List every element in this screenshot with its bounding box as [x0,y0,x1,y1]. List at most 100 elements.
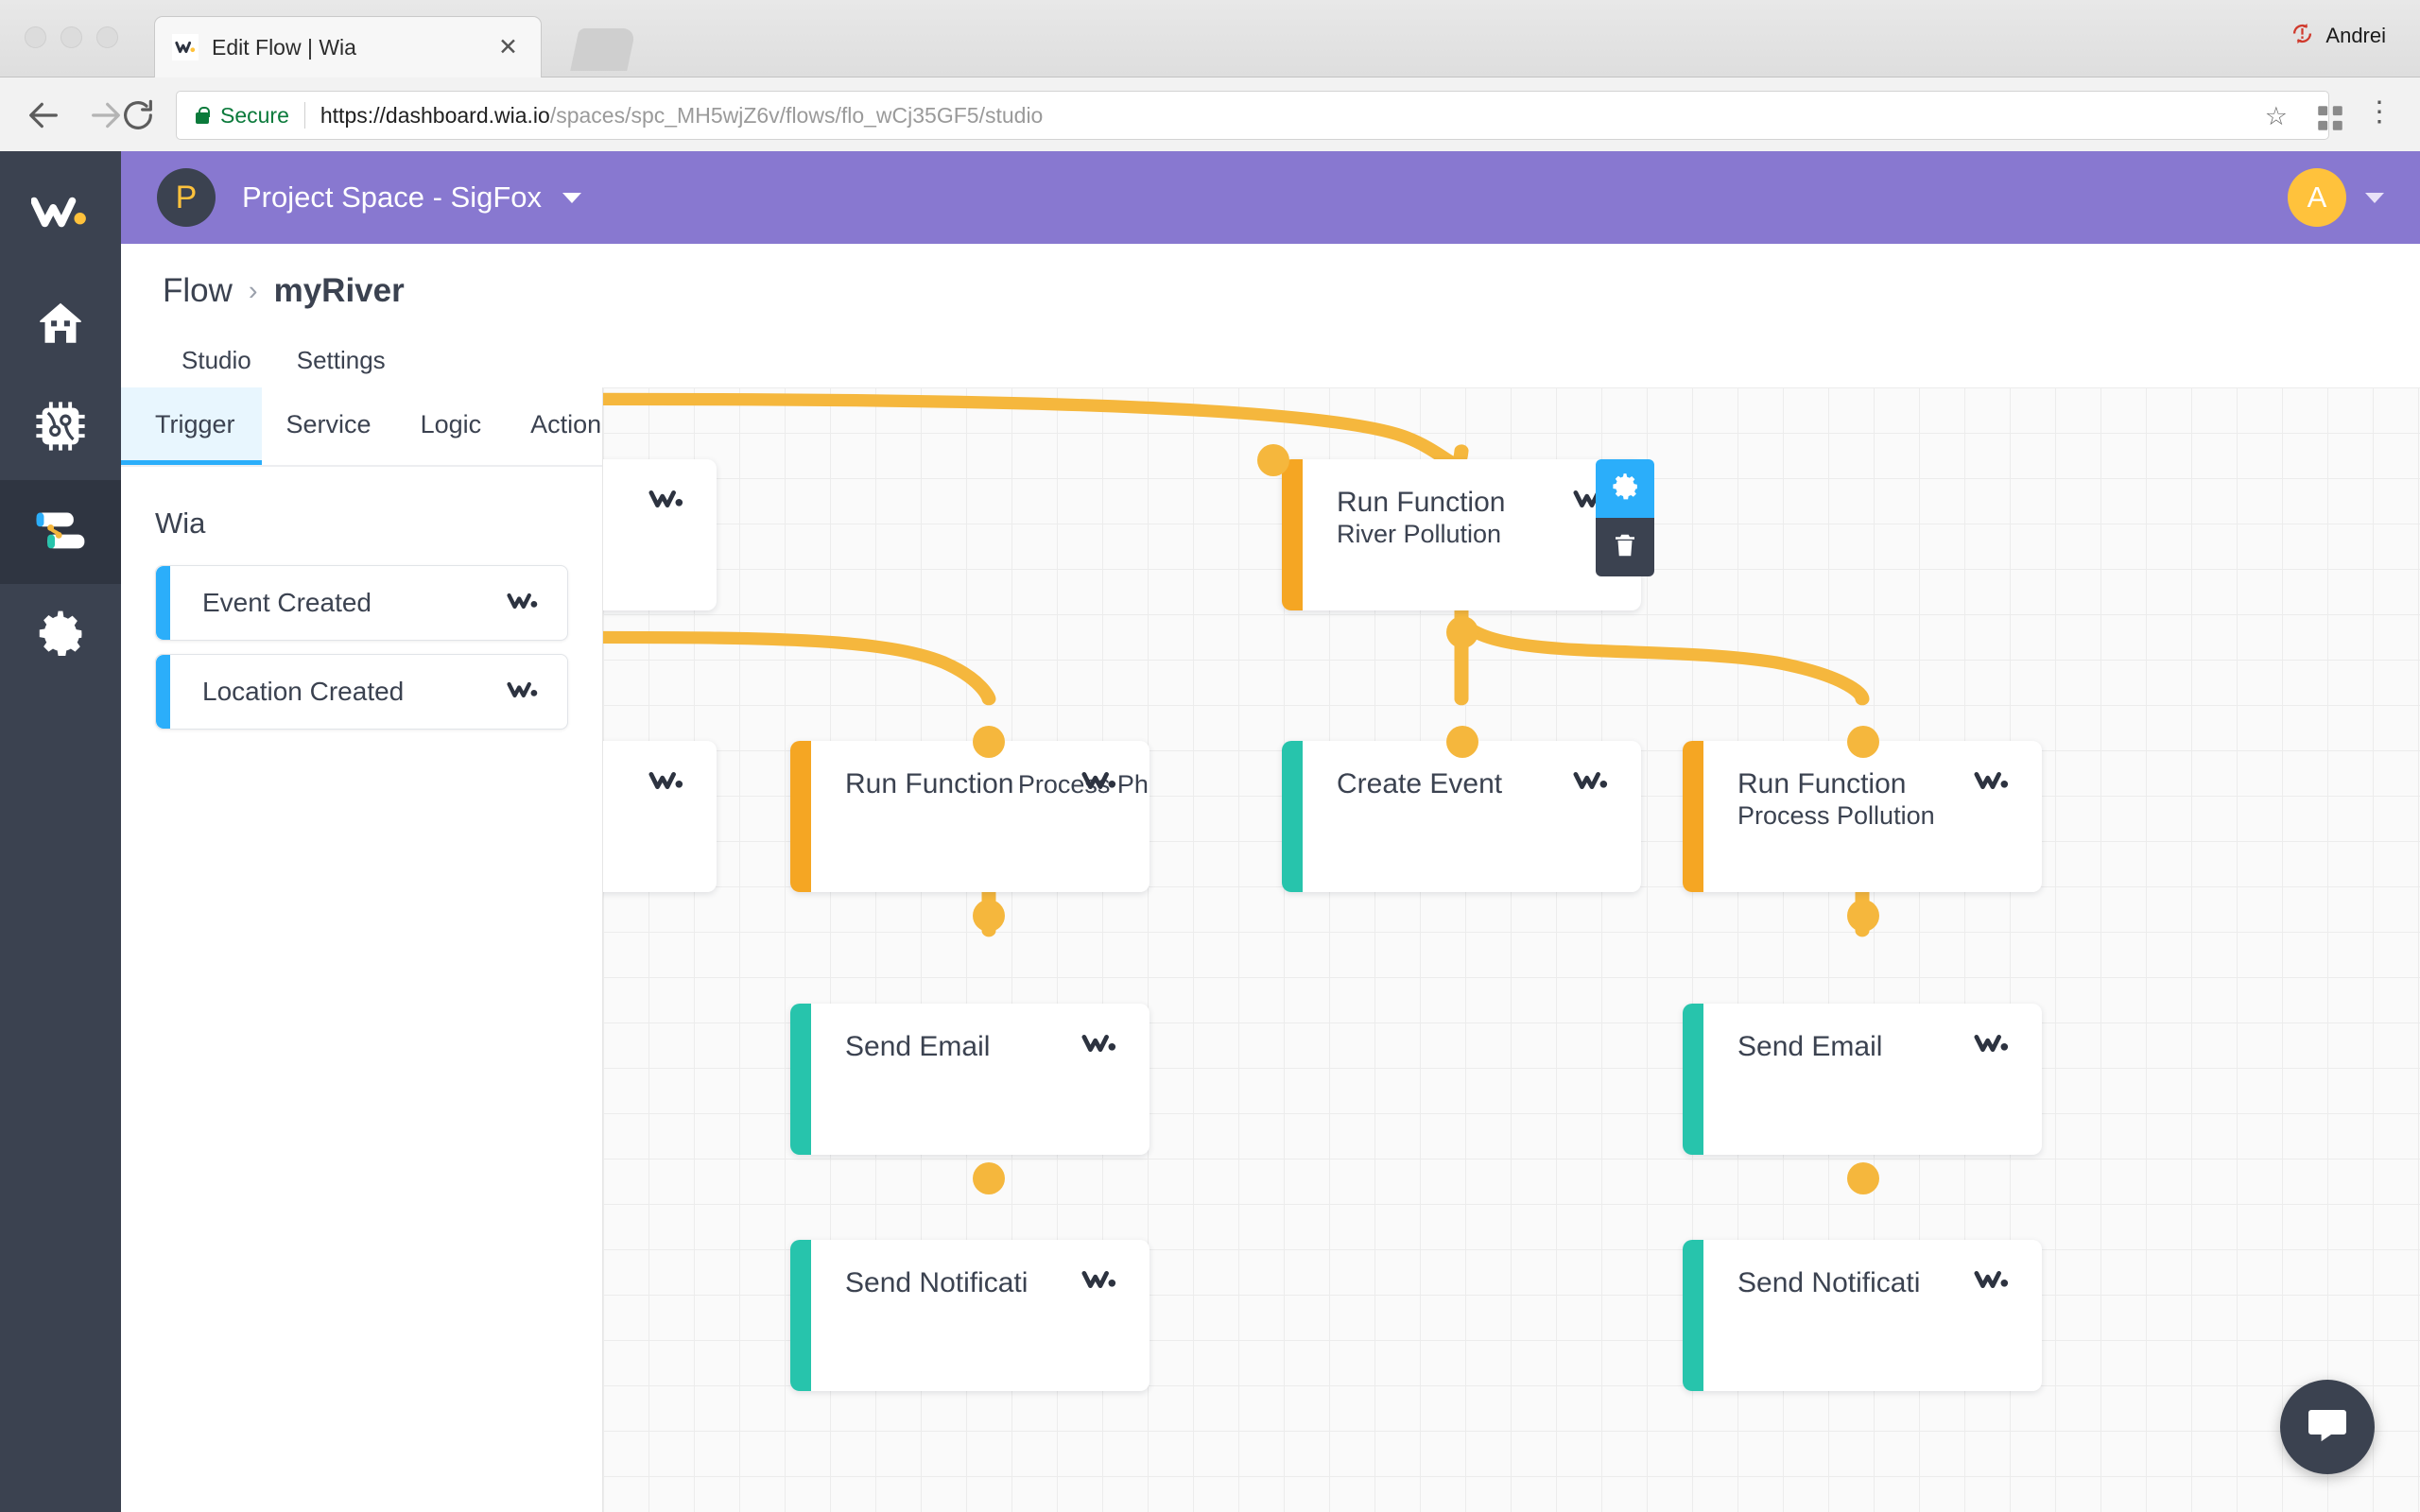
node-settings-button[interactable] [1596,459,1654,518]
url-text: https://dashboard.wia.io/spaces/spc_MH5w… [320,103,1043,129]
chrome-menu-icon[interactable]: ⋮ [2365,96,2394,128]
lock-icon [194,105,211,126]
page-title: myRiver [273,272,405,309]
palette-tab-action[interactable]: Action [530,410,602,438]
node-title: Send Notificati [845,1267,1028,1298]
chrome-profile-area[interactable]: Andrei [2290,21,2386,51]
browser-titlebar: Edit Flow | Wia ✕ Andrei [0,0,2420,77]
chat-icon [2305,1402,2350,1452]
flow-node[interactable]: Run Function River Pollution [1282,459,1641,610]
breadcrumb: Flow › myRiver [163,272,405,310]
wia-logo-icon [1081,1032,1117,1059]
sidebar-item-flows[interactable] [0,480,121,584]
node-title: Create Event [1337,768,1503,799]
left-rail [0,151,121,1512]
wia-logo-icon [648,769,684,797]
trash-icon [1611,531,1639,564]
node-body: t [603,741,717,892]
flow-node[interactable]: Run Function Process Ph [790,741,1150,892]
node-title: Run Function [1337,487,1506,518]
chat-support-button[interactable] [2280,1380,2375,1474]
node-delete-button[interactable] [1596,518,1654,576]
gear-icon [33,607,88,666]
sidebar-item-devices[interactable] [0,376,121,480]
node-connector-dot[interactable] [1847,900,1879,932]
wia-logo-icon [1974,1268,2010,1296]
window-close-button[interactable] [25,26,46,48]
node-connector-dot[interactable] [1446,616,1478,648]
node-title: Run Function [1737,768,1907,799]
node-connector-dot[interactable] [1257,444,1289,476]
avatar[interactable]: A [2288,168,2346,227]
space-name: Project Space - SigFox [242,180,543,214]
node-connector-dot[interactable] [1847,1162,1879,1194]
node-connector-dot[interactable] [1847,726,1879,758]
node-connector-dot[interactable] [973,726,1005,758]
node-body: Send Notificati [1703,1240,2042,1391]
node-color-bar [1683,741,1703,892]
wia-logo-icon [1573,769,1609,797]
window-minimize-button[interactable] [60,26,82,48]
node-color-bar [790,1004,811,1155]
extensions-icon[interactable] [2314,102,2346,139]
node-title: Run Function [845,768,1014,799]
sidebar-item-home[interactable] [0,272,121,376]
node-body: Create Event [1303,741,1641,892]
flow-node[interactable]: Send Notificati [1683,1240,2042,1391]
node-connector-dot[interactable] [973,1162,1005,1194]
user-menu-chevron-icon[interactable] [2365,192,2384,203]
node-palette: Trigger Service Logic Action Wia Event C… [121,387,603,1512]
address-bar[interactable]: Secure https://dashboard.wia.io/spaces/s… [176,91,2329,140]
wia-logo-icon [1081,1268,1117,1296]
flow-node[interactable]: t [603,741,717,892]
home-icon [33,295,88,354]
forward-arrow-icon[interactable] [87,96,125,134]
node-subtitle: River Pollution [1337,520,1502,548]
node-connector-dot[interactable] [1446,726,1478,758]
url-host: https://dashboard.wia.io [320,102,550,128]
palette-card-event-created[interactable]: Event Created [155,565,568,641]
sync-error-icon[interactable] [2290,21,2315,51]
breadcrumb-root[interactable]: Flow [163,272,233,309]
secure-label: Secure [220,102,289,128]
card-color-bar [156,655,170,729]
flow-node[interactable]: Run Function Process Pollution [1683,741,2042,892]
browser-tab[interactable]: Edit Flow | Wia ✕ [154,16,542,77]
flow-canvas[interactable]: n Run Function River Pollution [603,387,2420,1512]
app-shell: P Project Space - SigFox A Flow › myRive… [0,151,2420,1512]
sidebar-item-settings[interactable] [0,584,121,688]
palette-group-title: Wia [155,507,206,540]
node-color-bar [1683,1004,1703,1155]
node-title: Send Email [1737,1031,1883,1062]
palette-tab-service[interactable]: Service [285,410,372,438]
flow-node[interactable]: Send Notificati [790,1240,1150,1391]
back-arrow-icon[interactable] [25,96,62,134]
node-color-bar [790,741,811,892]
window-maximize-button[interactable] [96,26,118,48]
node-title: Send Notificati [1737,1267,1921,1298]
flow-node[interactable]: Send Email [1683,1004,2042,1155]
reload-icon[interactable] [119,96,157,134]
chevron-down-icon[interactable] [562,192,582,203]
space-topbar: P Project Space - SigFox A [121,151,2420,244]
node-connector-dot[interactable] [973,900,1005,932]
close-icon[interactable]: ✕ [498,33,518,60]
wia-logo-icon[interactable] [0,151,121,272]
window-traffic-lights[interactable] [25,26,118,48]
node-body: Send Email [811,1004,1150,1155]
node-title: Send Email [845,1031,991,1062]
palette-tab-logic[interactable]: Logic [420,410,482,438]
tab-settings[interactable]: Settings [296,346,386,374]
flow-node[interactable]: Create Event [1282,741,1641,892]
palette-card-location-created[interactable]: Location Created [155,654,568,730]
new-tab-button[interactable] [570,28,636,71]
browser-toolbar: Secure https://dashboard.wia.io/spaces/s… [0,77,2420,151]
bookmark-star-icon[interactable]: ☆ [2264,102,2288,130]
flow-node[interactable]: n [603,459,717,610]
node-toolbar [1596,459,1654,576]
palette-tab-trigger[interactable]: Trigger [121,387,262,465]
page-header: Flow › myRiver Studio Settings [121,244,2420,401]
node-color-bar [1282,741,1303,892]
wia-logo-icon [1974,1032,2010,1059]
flow-node[interactable]: Send Email [790,1004,1150,1155]
